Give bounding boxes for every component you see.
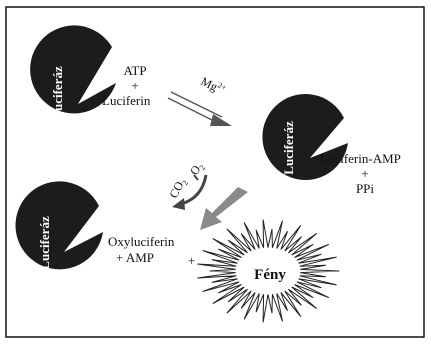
enzyme-2-label: Luciferáz <box>281 121 296 175</box>
reaction-arrow-1 <box>168 92 232 126</box>
luciferin-label: Luciferin <box>102 93 150 108</box>
step1-plus: + <box>110 78 160 93</box>
oxyluciferin-label: Oxyluciferin <box>108 234 174 249</box>
light-label: Fény <box>254 267 286 283</box>
reaction-arrow-2 <box>200 187 248 230</box>
enzyme-3-label: Luciferáz <box>37 216 52 270</box>
ppi-label: PPi <box>345 181 385 196</box>
catalyst-base: Mg <box>199 74 220 94</box>
luciferase-enzyme-2: Luciferáz <box>262 94 348 180</box>
amp-label: + AMP <box>116 250 154 265</box>
catalyst-label: Mg2+ <box>199 73 229 98</box>
co2-label: CO2 <box>166 176 190 202</box>
step2-plus: + <box>345 166 385 181</box>
svg-text:CO2: CO2 <box>166 176 190 202</box>
light-plus-sign: + <box>188 253 195 268</box>
enzyme-1-label: Luciferáz <box>50 66 65 120</box>
luciferin-amp-label: Luciferin-AMP <box>320 151 401 166</box>
atp-label: ATP <box>110 63 160 78</box>
luciferase-enzyme-3: Luciferáz <box>16 181 103 269</box>
svg-text:Mg2+: Mg2+ <box>199 73 229 98</box>
